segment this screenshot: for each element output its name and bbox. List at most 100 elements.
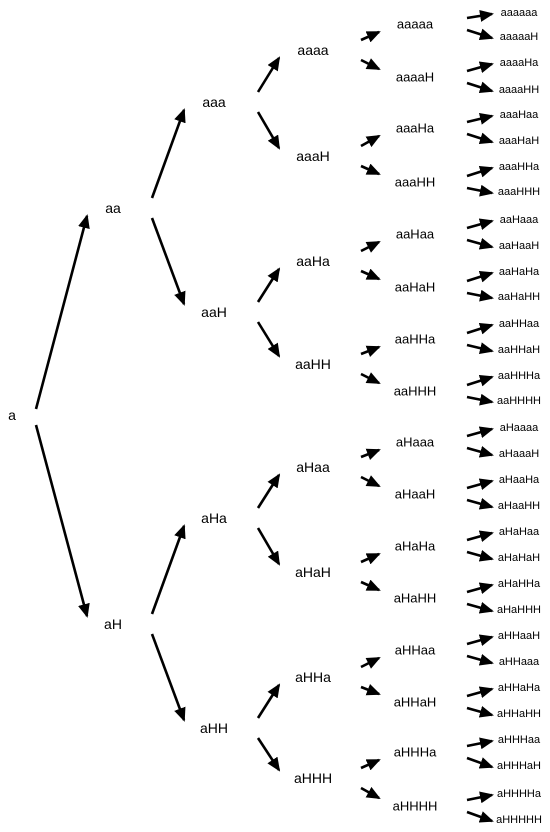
tree-node-label: aHHaHH (497, 708, 541, 720)
tree-node-label: aHHHH (393, 799, 438, 814)
tree-edge-arrow (256, 267, 281, 303)
tree-edge-arrow (360, 579, 381, 592)
tree-node-label: aaaaHa (500, 57, 539, 69)
tree-node-label: aaaa (297, 42, 328, 58)
tree-node-label: aaHHHH (497, 395, 541, 407)
tree-edge-arrow (466, 810, 494, 823)
tree-node-label: aHa (201, 510, 227, 526)
tree-edge-arrow (360, 240, 381, 253)
tree-node-label: aaaHaa (500, 109, 539, 121)
tree-node-label: aHH (200, 720, 228, 736)
tree-edge-arrow (466, 184, 494, 197)
tree-edge-arrow (150, 217, 186, 306)
tree-node-label: aHHHaa (498, 734, 541, 746)
tree-edge-arrow (466, 218, 494, 231)
tree-node-label: aaaaaH (500, 31, 539, 43)
tree-edge-arrow (150, 633, 186, 722)
tree-node-label: aHaHHa (498, 578, 541, 590)
tree-edge-arrow (466, 374, 494, 387)
tree-edge-arrow (150, 108, 186, 199)
tree-edge-arrow (466, 478, 494, 491)
tree-edge-arrow (466, 322, 494, 335)
tree-node-label: aaaHa (396, 121, 435, 136)
tree-edge-arrow (360, 448, 381, 460)
tree-edge-arrow (466, 61, 494, 74)
tree-node-label: aHHa (295, 669, 331, 685)
tree-node-label: aaaaa (397, 17, 434, 32)
tree-node-label: aHaaa (396, 435, 435, 450)
tree-edge-arrow (466, 705, 494, 718)
tree-edge-arrow (150, 524, 186, 615)
tree-node-label: aaHH (295, 356, 331, 372)
tree-node-label: aa (105, 200, 121, 216)
tree-edge-arrow (466, 342, 494, 355)
tree-edge-arrow (256, 473, 281, 509)
tree-edge-arrow (466, 270, 494, 283)
tree-edge-arrow (360, 552, 381, 565)
tree-node-label: aaHaHa (499, 266, 540, 278)
tree-node-label: aHHaaH (498, 630, 540, 642)
tree-node-label: aHHHHH (496, 814, 542, 826)
tree-edge-arrow (256, 737, 281, 772)
tree-edge-arrow (256, 527, 281, 566)
tree-node-label: aaHaHH (498, 291, 540, 303)
tree-edge-arrow (34, 214, 90, 410)
tree-edge-arrow (360, 786, 381, 800)
tree-edges (34, 9, 494, 823)
tree-edge-arrow (466, 112, 494, 125)
tree-edge-arrow (466, 582, 494, 595)
tree-node-label: aaa (202, 94, 226, 110)
tree-node-label: aHaaHa (499, 474, 540, 486)
tree-edge-arrow (360, 345, 381, 357)
tree-edge-arrow (466, 132, 494, 145)
tree-edge-arrow (466, 497, 494, 510)
tree-edge-arrow (360, 758, 381, 771)
tree-node-label: aHHHHa (497, 788, 542, 800)
tree-edge-arrow (466, 791, 494, 804)
tree-edge-arrow (256, 56, 281, 93)
tree-node-label: aaHHHa (498, 370, 541, 382)
tree-node-label: aHaHaH (498, 552, 540, 564)
tree-node-label: aaH (201, 304, 227, 320)
tree-edge-arrow (466, 737, 494, 750)
tree-node-label: aaaaHH (499, 84, 539, 96)
tree-node-label: aHaH (295, 564, 331, 580)
tree-edge-arrow (466, 28, 494, 41)
tree-edge-arrow (360, 163, 381, 176)
tree-node-label: aaHHa (395, 332, 436, 347)
tree-node-label: aHaaaa (500, 422, 539, 434)
tree-edge-arrow (360, 684, 381, 696)
tree-edge-arrow (466, 530, 494, 543)
tree-edge-arrow (360, 372, 381, 385)
tree-edge-arrow (256, 683, 281, 719)
tree-node-label: aHHHa (394, 745, 437, 760)
tree-node-label: aaaH (296, 148, 329, 164)
tree-edge-arrow (466, 393, 494, 406)
tree-node-label: aHaaHH (498, 500, 540, 512)
tree-edge-arrow (360, 58, 381, 71)
tree-node-label: aaaHHa (499, 161, 540, 173)
tree-node-label: aHHaaa (499, 656, 540, 668)
tree-node-label: aHHaH (394, 695, 437, 710)
tree-node-label: aHaHaa (499, 526, 540, 538)
tree-edge-arrow (466, 237, 494, 250)
tree-node-label: aaHa (296, 253, 330, 269)
tree-node-label: aHaa (296, 459, 330, 475)
tree-edge-arrow (256, 321, 281, 358)
tree-edge-arrow (360, 475, 381, 488)
tree-node-label: aHHHaH (497, 760, 541, 772)
tree-edge-arrow (360, 134, 381, 148)
tree-node-label: aaHaH (395, 280, 435, 295)
tree-node-label: aaaaaa (501, 7, 539, 19)
tree-node-label: aHaaaH (499, 448, 539, 460)
tree-node-label: aH (104, 616, 122, 632)
tree-edge-arrow (466, 601, 494, 614)
tree-node-label: a (8, 407, 16, 423)
tree-node-label: aHaHHH (497, 604, 541, 616)
tree-edge-arrow (360, 268, 381, 281)
tree-node-label: aaHaa (396, 227, 435, 242)
tree-node-label: aHaaH (395, 487, 435, 502)
tree-node-label: aHHH (294, 770, 332, 786)
tree-edge-arrow (34, 424, 90, 618)
tree-node-label: aaaHHH (498, 186, 540, 198)
